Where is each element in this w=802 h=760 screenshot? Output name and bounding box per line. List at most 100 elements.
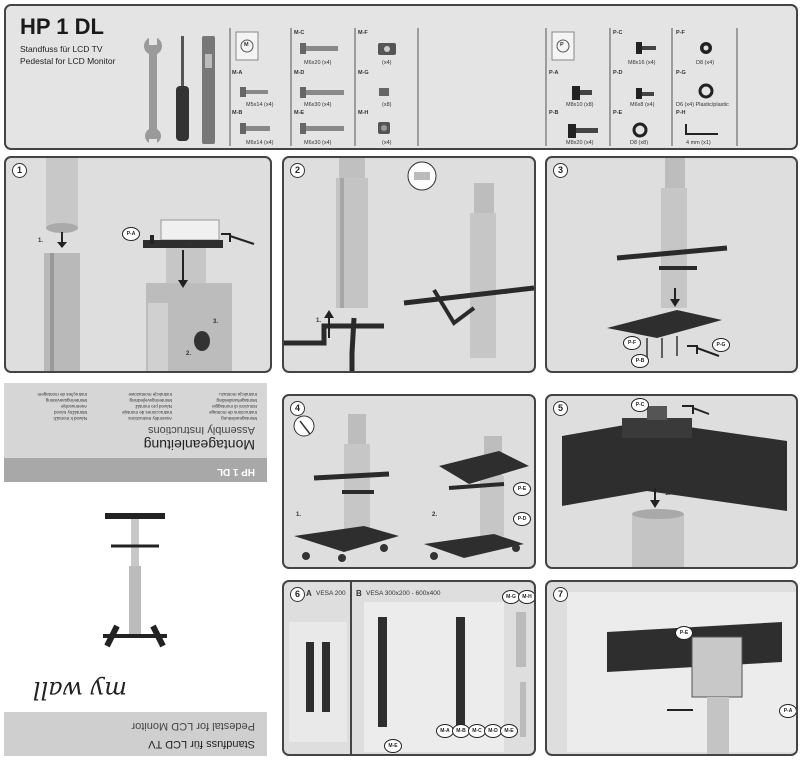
- step-1-label-2: 2.: [186, 351, 192, 357]
- step-2-illustration: [284, 158, 534, 371]
- cover-lang-2-4: Monteringsvejledning: [129, 398, 172, 403]
- tools-illustration: [144, 28, 738, 147]
- part-caption-m-a: M5x14 (x4): [246, 102, 274, 108]
- step-6-number: 6: [290, 587, 305, 602]
- step-4-callout-pd: P-D: [513, 512, 531, 526]
- step-6-callout-mc: M-C: [468, 724, 486, 738]
- part-caption-p-c: M8x16 (x4): [628, 60, 656, 66]
- part-caption-m-d: M6x30 (x4): [304, 102, 332, 108]
- part-code-m-g: M-G: [358, 70, 369, 76]
- step-5-callout-pc: P-C: [631, 398, 649, 412]
- part-caption-m-h: (x4): [382, 140, 392, 146]
- part-code-p-f: P-F: [676, 30, 685, 36]
- cover-title: Montageanleitung: [143, 437, 255, 453]
- bag-label-p: P: [560, 42, 564, 48]
- part-code-p-e: P-E: [613, 110, 623, 116]
- cover-lang-1-4: Montagehandleiding: [216, 398, 257, 403]
- part-code-m-d: M-D: [294, 70, 305, 76]
- step-1-label-3: 3.: [213, 319, 219, 325]
- product-subtitle-en: Pedestal for LCD Monitor: [20, 56, 116, 66]
- step-1-label-4: 4.: [188, 242, 194, 248]
- step-6-callout-me-right: M-E: [500, 724, 518, 738]
- step-4-label-1: 1.: [296, 512, 302, 518]
- step-5-label-1: 1.: [665, 491, 671, 497]
- step-2-label-2: 2.: [502, 290, 508, 296]
- step-6-callout-mh: M-H: [518, 590, 534, 604]
- step-6-callout-md: M-D: [484, 724, 502, 738]
- cover-lang-3-2: Montážny návod: [53, 410, 87, 415]
- step-3-callout-pg: P-G: [712, 338, 730, 352]
- step-4-label-2: 2.: [432, 512, 438, 518]
- part-caption-p-h: 4 mm (x1): [686, 140, 711, 146]
- cover-lang-3-4: Monteringsanvisning: [45, 398, 87, 403]
- step-6-a-label: A: [306, 589, 312, 598]
- step-2-number: 2: [290, 163, 305, 178]
- step-7-callout-pe: P-E: [675, 626, 693, 640]
- part-code-m-h: M-H: [358, 110, 369, 116]
- product-title: HP 1 DL: [20, 14, 104, 39]
- step-4-number: 4: [290, 401, 305, 416]
- part-caption-p-f: D8 (x4): [696, 60, 715, 66]
- cover-product-illustration: [103, 513, 167, 648]
- step-6-b-label: B: [356, 589, 362, 598]
- step-6-callout-me-left: M-E: [384, 739, 402, 753]
- step-7-number: 7: [553, 587, 568, 602]
- part-caption-p-d: M6x8 (x4): [630, 102, 655, 108]
- step-1-callout-pa: P-A: [122, 227, 140, 241]
- step-6-divider: [350, 582, 352, 754]
- cover-languages-col1: Montageanleitung Instructions de montage…: [177, 391, 257, 421]
- step-4-panel: 4 1. 2. P-E P-D: [282, 394, 536, 569]
- part-code-p-b: P-B: [549, 110, 559, 116]
- step-2-label-1: 1.: [316, 318, 322, 324]
- part-code-p-d: P-D: [613, 70, 623, 76]
- step-5-panel: 5 P-C 1.: [545, 394, 798, 569]
- cover-badge: HP 1 DL: [216, 466, 255, 477]
- part-code-m-e: M-E: [294, 110, 305, 116]
- cover-lang-2-2: Instrucciones de montaje: [121, 410, 172, 415]
- part-code-p-c: P-C: [613, 30, 623, 36]
- bag-label-m: M: [244, 42, 249, 48]
- step-4-callout-pe: P-E: [513, 482, 531, 496]
- step-3-panel: 3 P-F P-B P-G: [545, 156, 798, 373]
- part-code-p-a: P-A: [549, 70, 559, 76]
- part-code-m-f: M-F: [358, 30, 368, 36]
- cover-lang-3-1: Návod k montáži: [53, 416, 87, 421]
- part-code-p-g: P-G: [676, 70, 686, 76]
- step-2-panel: 2 1. 2.: [282, 156, 536, 373]
- part-caption-p-e: D8 (x8): [630, 140, 649, 146]
- cover-languages-col2: Assembly Instructions Instrucciones de m…: [92, 391, 172, 421]
- cover-lang-2-1: Assembly Instructions: [128, 416, 172, 421]
- step-6-b-text: VESA 300x200 - 600x400: [366, 590, 441, 597]
- parts-header-panel: HP 1 DL Standfuss für LCD TV Pedestal fo…: [4, 4, 798, 150]
- product-subtitle-de: Standfuss für LCD TV: [20, 44, 103, 54]
- part-caption-m-b: M6x14 (x4): [246, 140, 274, 146]
- manual-cover: Standfuss für LCD TV Pedestal for LCD Mo…: [4, 383, 267, 756]
- step-6-illustration: [289, 602, 526, 752]
- cover-subtitle: Assembly Instructions: [148, 424, 255, 436]
- step-3-number: 3: [553, 163, 568, 178]
- part-caption-m-c: M6x20 (x4): [304, 60, 332, 66]
- step-4-illustration: [293, 414, 529, 562]
- cover-lang-3-3: Asennusohje: [60, 404, 87, 409]
- step-3-callout-pf: P-F: [623, 336, 641, 350]
- step-1-number: 1: [12, 163, 27, 178]
- cover-lang-1-3: Istruzioni di montaggio: [211, 404, 257, 409]
- step-1-illustration: [44, 158, 255, 371]
- cover-lang-1-2: Instructions de montage: [208, 410, 257, 415]
- part-caption-m-e: M6x30 (x4): [304, 140, 332, 146]
- step-7-illustration: [567, 592, 796, 754]
- step-1-panel: 1 1. P-A 4. 3. 2.: [4, 156, 272, 373]
- part-caption-p-a: M8x10 (x8): [566, 102, 594, 108]
- part-code-m-c: M-C: [294, 30, 305, 36]
- step-5-number: 5: [553, 401, 568, 416]
- part-caption-p-g: D6 (x4) Plastic/plastic: [676, 102, 729, 108]
- cover-lang-1-1: Montageanleitung: [221, 416, 257, 421]
- part-caption-p-b: M8x20 (x4): [566, 140, 594, 146]
- part-code-m-b: M-B: [232, 110, 243, 116]
- step-3-callout-pb: P-B: [631, 354, 649, 368]
- part-code-m-a: M-A: [232, 70, 243, 76]
- cover-lang-2-5: Instrukcje montażowe: [128, 392, 172, 397]
- part-caption-m-g: (x8): [382, 102, 392, 108]
- step-7-callout-pa: P-A: [779, 704, 796, 718]
- part-caption-m-f: (x4): [382, 60, 392, 66]
